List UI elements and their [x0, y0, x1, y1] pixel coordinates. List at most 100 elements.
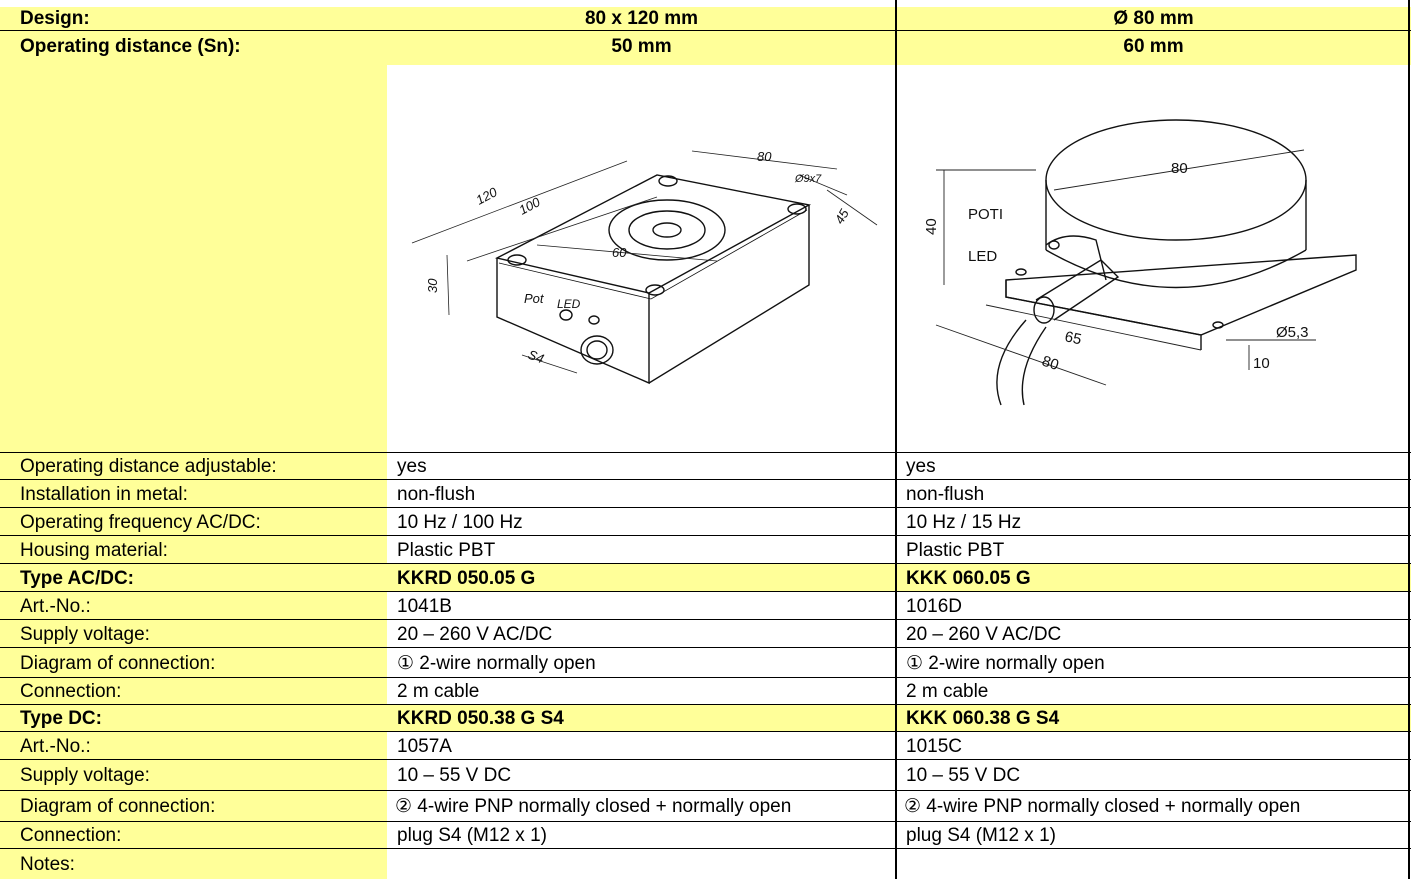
design-label: Design:: [0, 7, 387, 30]
divider: [0, 591, 1411, 592]
table-row: Connection: 2 m cable 2 m cable: [0, 678, 1411, 705]
divider: [0, 452, 1411, 453]
table-row: Operating frequency AC/DC: 10 Hz / 100 H…: [0, 508, 1411, 536]
spec-value-a: 1041B: [387, 592, 896, 620]
spec-value-b: 1015C: [896, 732, 1411, 760]
divider: [0, 535, 1411, 536]
divider: [0, 507, 1411, 508]
divider: [0, 790, 1411, 791]
divider: [0, 619, 1411, 620]
divider: [0, 848, 1411, 849]
notes-row: Notes:: [0, 849, 1411, 879]
spec-value-b: 2 m cable: [896, 678, 1411, 705]
spec-value-a: plug S4 (M12 x 1): [387, 822, 896, 849]
divider: [0, 704, 1411, 705]
drawing-label-cell: [0, 65, 387, 452]
spec-label: Supply voltage:: [0, 620, 387, 648]
divider: [0, 479, 1411, 480]
design-value-a: 80 x 120 mm: [387, 7, 896, 30]
spec-label: Diagram of connection:: [0, 648, 387, 678]
type-acdc-row: Type AC/DC: KKRD 050.05 G KKK 060.05 G: [0, 564, 1411, 592]
divider: [0, 563, 1411, 564]
dim-100-label: 100: [516, 194, 543, 218]
dim-80-top-label: 80: [1171, 160, 1188, 177]
spec-value-a: Plastic PBT: [387, 536, 896, 564]
type-dc-value-a: KKRD 050.38 G S4: [387, 705, 896, 732]
table-row: Supply voltage: 10 – 55 V DC 10 – 55 V D…: [0, 760, 1411, 791]
type-dc-value-b: KKK 060.38 G S4: [896, 705, 1411, 732]
operating-distance-value-a: 50 mm: [387, 31, 896, 65]
dim-30-label: 30: [425, 278, 440, 293]
spec-value-a: yes: [387, 452, 896, 480]
spec-label: Supply voltage:: [0, 760, 387, 791]
notes-value-a: [387, 849, 896, 879]
design-value-b: Ø 80 mm: [896, 7, 1411, 30]
spec-label: Installation in metal:: [0, 480, 387, 508]
spec-value-a: 2 m cable: [387, 678, 896, 705]
type-acdc-label: Type AC/DC:: [0, 564, 387, 592]
spec-label: Operating distance adjustable:: [0, 452, 387, 480]
dim-40-label: 40: [923, 218, 940, 235]
type-acdc-value-b: KKK 060.05 G: [896, 564, 1411, 592]
spec-value-a: non-flush: [387, 480, 896, 508]
notes-label: Notes:: [0, 849, 387, 879]
spec-value-b: 1016D: [896, 592, 1411, 620]
type-dc-label: Type DC:: [0, 705, 387, 732]
poti-label: POTI: [968, 206, 1003, 223]
dim-80-bottom-label: 80: [1040, 353, 1061, 374]
table-row: Diagram of connection: ② 4-wire PNP norm…: [0, 791, 1411, 822]
dim-10-label: 10: [1253, 355, 1270, 372]
design-row: Design: 80 x 120 mm Ø 80 mm: [0, 7, 1411, 30]
table-row: Operating distance adjustable: yes yes: [0, 452, 1411, 480]
dim-65-label: 65: [1063, 328, 1083, 348]
spec-value-a: ① 2-wire normally open: [387, 648, 896, 678]
spec-label: Art.-No.:: [0, 592, 387, 620]
table-row: Supply voltage: 20 – 260 V AC/DC 20 – 26…: [0, 620, 1411, 648]
spec-value-b: yes: [896, 452, 1411, 480]
spec-value-b: 20 – 260 V AC/DC: [896, 620, 1411, 648]
dim-60-label: 60: [612, 245, 627, 260]
divider: [0, 821, 1411, 822]
rectangular-sensor-drawing: 80 120 100 60 45 30 Ø9x7 Pot LED S4: [411, 149, 878, 385]
type-acdc-value-a: KKRD 050.05 G: [387, 564, 896, 592]
spec-label: Art.-No.:: [0, 732, 387, 760]
spec-label: Connection:: [0, 678, 387, 705]
divider: [0, 677, 1411, 678]
operating-distance-label: Operating distance (Sn):: [0, 31, 387, 65]
dim-hole-label: Ø9x7: [794, 173, 822, 185]
spec-value-b: 10 – 55 V DC: [896, 760, 1411, 791]
dim-80-label: 80: [757, 149, 772, 164]
table-row: Connection: plug S4 (M12 x 1) plug S4 (M…: [0, 822, 1411, 849]
spec-value-b: non-flush: [896, 480, 1411, 508]
spec-label: Diagram of connection:: [0, 791, 387, 822]
column-divider: [895, 0, 897, 879]
table-row: Diagram of connection: ① 2-wire normally…: [0, 648, 1411, 678]
divider: [0, 647, 1411, 648]
spec-label: Operating frequency AC/DC:: [0, 508, 387, 536]
operating-distance-row: Operating distance (Sn): 50 mm 60 mm: [0, 31, 1411, 65]
table-row: Installation in metal: non-flush non-flu…: [0, 480, 1411, 508]
table-row: Housing material: Plastic PBT Plastic PB…: [0, 536, 1411, 564]
led-label: LED: [557, 297, 581, 311]
dim-45-label: 45: [832, 206, 853, 227]
spec-value-b: ① 2-wire normally open: [896, 648, 1411, 678]
dim-hole-label-b: Ø5,3: [1276, 324, 1309, 341]
spec-value-a: 1057A: [387, 732, 896, 760]
spec-value-b: 10 Hz / 15 Hz: [896, 508, 1411, 536]
divider: [0, 759, 1411, 760]
spec-value-b: plug S4 (M12 x 1): [896, 822, 1411, 849]
drawing-rectangular-cell: 80 120 100 60 45 30 Ø9x7 Pot LED S4: [387, 65, 896, 452]
drawing-row: 80 120 100 60 45 30 Ø9x7 Pot LED S4: [0, 65, 1411, 452]
divider: [0, 30, 1411, 31]
pot-label: Pot: [524, 291, 545, 306]
table-row: Art.-No.: 1057A 1015C: [0, 732, 1411, 760]
spec-value-a: ② 4-wire PNP normally closed + normally …: [387, 791, 896, 822]
drawing-round-cell: 80 40 POTI LED 65 80 Ø5,3 10: [896, 65, 1411, 452]
round-sensor-drawing: 80 40 POTI LED 65 80 Ø5,3 10: [923, 119, 1357, 406]
dim-120-label: 120: [473, 184, 500, 208]
right-border: [1408, 0, 1410, 879]
s4-label: S4: [526, 347, 546, 367]
table-row: Art.-No.: 1041B 1016D: [0, 592, 1411, 620]
divider: [0, 731, 1411, 732]
